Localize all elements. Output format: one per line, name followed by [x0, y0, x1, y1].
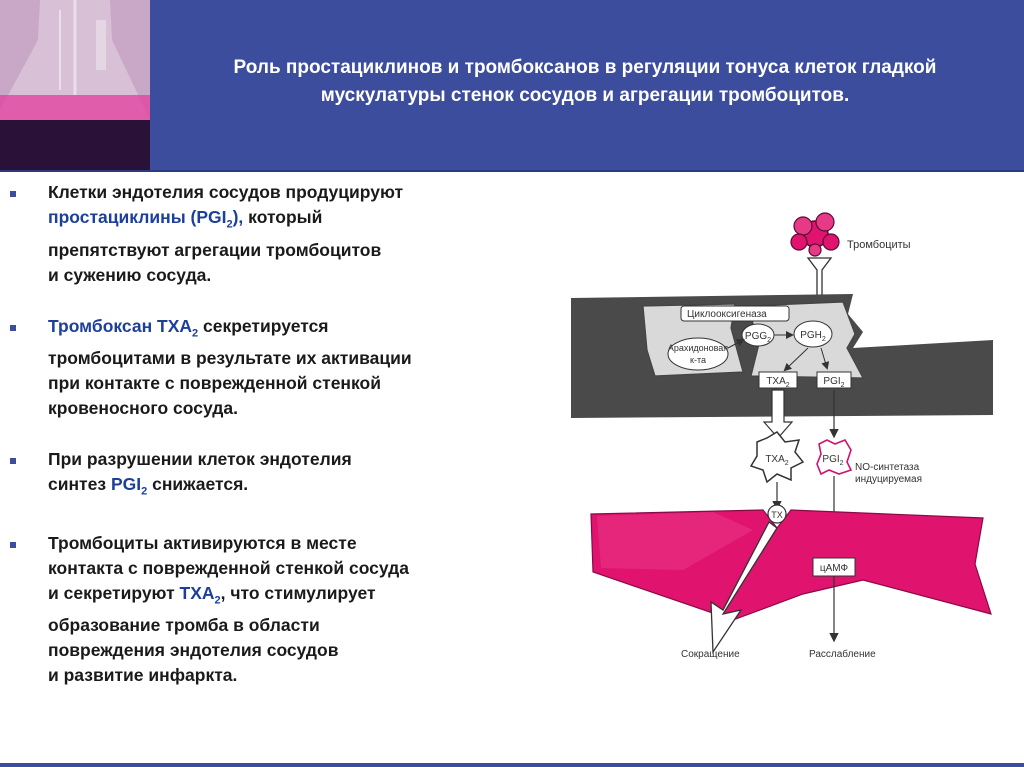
- smooth-muscle-layer: [590, 509, 992, 621]
- contraction-arrow-icon: [710, 521, 778, 655]
- pgi-text: PGI: [823, 376, 840, 387]
- subscript: 2: [214, 594, 221, 606]
- bullet-square-icon: [10, 541, 16, 548]
- subscript: 2: [786, 382, 790, 389]
- subscript: 2: [141, 485, 148, 498]
- bullet-text: при контакте с поврежденной стенкой: [48, 373, 381, 393]
- bullet-thromboxane: Тромбоксан ТХА2 секретируется тромбоцита…: [6, 314, 546, 422]
- bullet-text: который: [243, 207, 323, 227]
- bullet-square-icon: [10, 191, 16, 197]
- bullet-text: Тромбоксан ТХА2 секретируется: [48, 314, 546, 347]
- label-camp: цАМФ: [820, 563, 849, 574]
- txa-text: TXA: [765, 454, 785, 465]
- txa-text: TXA: [766, 376, 786, 387]
- label-contraction: Сокращение: [681, 649, 740, 660]
- label-platelets: Тромбоциты: [847, 239, 911, 251]
- bullet-text: синтез: [48, 474, 111, 494]
- bullet-platelet-activation: Тромбоциты активируются в месте контакта…: [6, 531, 546, 689]
- bullet-text: кровеносного сосуда.: [48, 398, 238, 418]
- label-arachidonic-1: Арахидоновая: [668, 343, 728, 353]
- pgh2-node: [793, 320, 833, 348]
- pgh-text: PGH: [800, 330, 822, 341]
- bullet-text: простациклины (PGI2), который: [48, 205, 546, 238]
- arrow-aa-to-pgg: [727, 339, 745, 349]
- label-relaxation: Расслабление: [809, 648, 876, 660]
- subscript: 2: [192, 327, 199, 339]
- subscript: 2: [767, 337, 771, 344]
- bullet-text: образование тромба в области: [48, 615, 320, 635]
- bullet-text: секретируется: [198, 315, 329, 336]
- pgg-text: PGG: [745, 331, 767, 342]
- bullet-text: Клетки эндотелия сосудов продуцируют: [48, 182, 404, 202]
- label-pgg2: PGG2: [745, 331, 771, 344]
- bottom-rule: [0, 763, 1024, 767]
- slide-title: Роль простациклинов и тромбоксанов в рег…: [160, 54, 1010, 110]
- bullet-text: снижается.: [147, 474, 249, 494]
- bullet-text: тромбоцитами в результате их активации: [48, 348, 412, 368]
- arrow-pgh-to-txa: [783, 347, 809, 372]
- highlight-term: ),: [232, 207, 244, 227]
- highlight-term: Тромбоксан ТХА: [48, 315, 193, 336]
- bullet-text: повреждения эндотелия сосудов: [48, 640, 339, 660]
- label-no-inducible: индуцируемая: [855, 474, 922, 485]
- pgi2-cell-box: [816, 371, 852, 389]
- label-pgi2-blood: PGI2: [822, 454, 843, 467]
- bullet-text: и сужению сосуда.: [48, 264, 212, 285]
- bullet-text: и секретируют: [48, 582, 180, 603]
- bullet-square-icon: [10, 324, 16, 331]
- title-line-1: Роль простациклинов и тромбоксанов в рег…: [233, 57, 937, 78]
- label-pgi2-cell: PGI2: [823, 376, 844, 389]
- label-no-synthase: NO-синтетаза: [855, 462, 920, 473]
- subscript: 2: [785, 460, 789, 467]
- signaling-diagram: Тромбоциты Циклооксигеназа Арахидоновая …: [563, 210, 1003, 662]
- bullet-list: Клетки эндотелия сосудов продуцируют про…: [6, 180, 546, 714]
- flask-image: [0, 0, 150, 170]
- arrow-pgh-to-pgi: [820, 347, 830, 370]
- pgi-text: PGI: [822, 454, 839, 465]
- subscript: 2: [226, 218, 233, 231]
- smooth-muscle-highlight: [597, 512, 753, 570]
- arachidonic-acid-node: [667, 337, 729, 371]
- label-cyclooxygenase: Циклооксигеназа: [687, 309, 767, 320]
- label-pgh2: PGH2: [800, 330, 826, 343]
- highlight-term: PGI: [110, 474, 142, 494]
- txa2-cell-box: [758, 371, 798, 389]
- bullet-text: Тромбоциты активируются в месте: [48, 532, 357, 553]
- bullet-text: , что стимулирует: [220, 582, 376, 603]
- tx-receptor-node: [767, 504, 787, 524]
- title-band: Роль простациклинов и тромбоксанов в рег…: [0, 0, 1024, 172]
- bullet-text: и секретируют ТХА2, что стимулирует: [48, 581, 546, 614]
- bullet-text: и развитие инфаркта.: [48, 665, 238, 685]
- label-tx: TX: [771, 510, 783, 520]
- txa2-burst-icon: [749, 431, 805, 484]
- subscript: 2: [840, 460, 844, 467]
- label-txa2-cell: TXA2: [766, 376, 789, 389]
- bullet-pgi-decrease: При разрушении клеток эндотелия синтез P…: [6, 447, 546, 505]
- bullet-text: препятствуют агрегации тромбоцитов: [48, 239, 382, 260]
- label-arachidonic-2: к-та: [690, 355, 706, 365]
- down-arrow-icon: [762, 389, 794, 439]
- bullet-endothelium: Клетки эндотелия сосудов продуцируют про…: [6, 180, 546, 288]
- enzyme-box: [680, 305, 790, 322]
- subscript: 2: [822, 336, 826, 343]
- diagram-canvas: Тромбоциты Циклооксигеназа Арахидоновая …: [563, 210, 1003, 662]
- bullet-text: контакта с поврежденной стенкой сосуда: [48, 557, 410, 578]
- bullet-text: При разрушении клеток эндотелия: [48, 449, 352, 469]
- highlight-term: ТХА: [179, 582, 215, 603]
- platelet-cluster-icon: [790, 212, 840, 257]
- subscript: 2: [841, 382, 845, 389]
- title-line-2: мускулатуры стенок сосудов и агрегации т…: [320, 85, 850, 106]
- bullet-text: синтез PGI2 снижается.: [48, 472, 546, 505]
- label-txa2-blood: TXA2: [765, 454, 788, 467]
- highlight-term: простациклины (PGI: [48, 207, 227, 227]
- pgi2-burst-icon: [816, 439, 853, 476]
- bullet-square-icon: [10, 458, 16, 464]
- flask-photo: [0, 0, 150, 170]
